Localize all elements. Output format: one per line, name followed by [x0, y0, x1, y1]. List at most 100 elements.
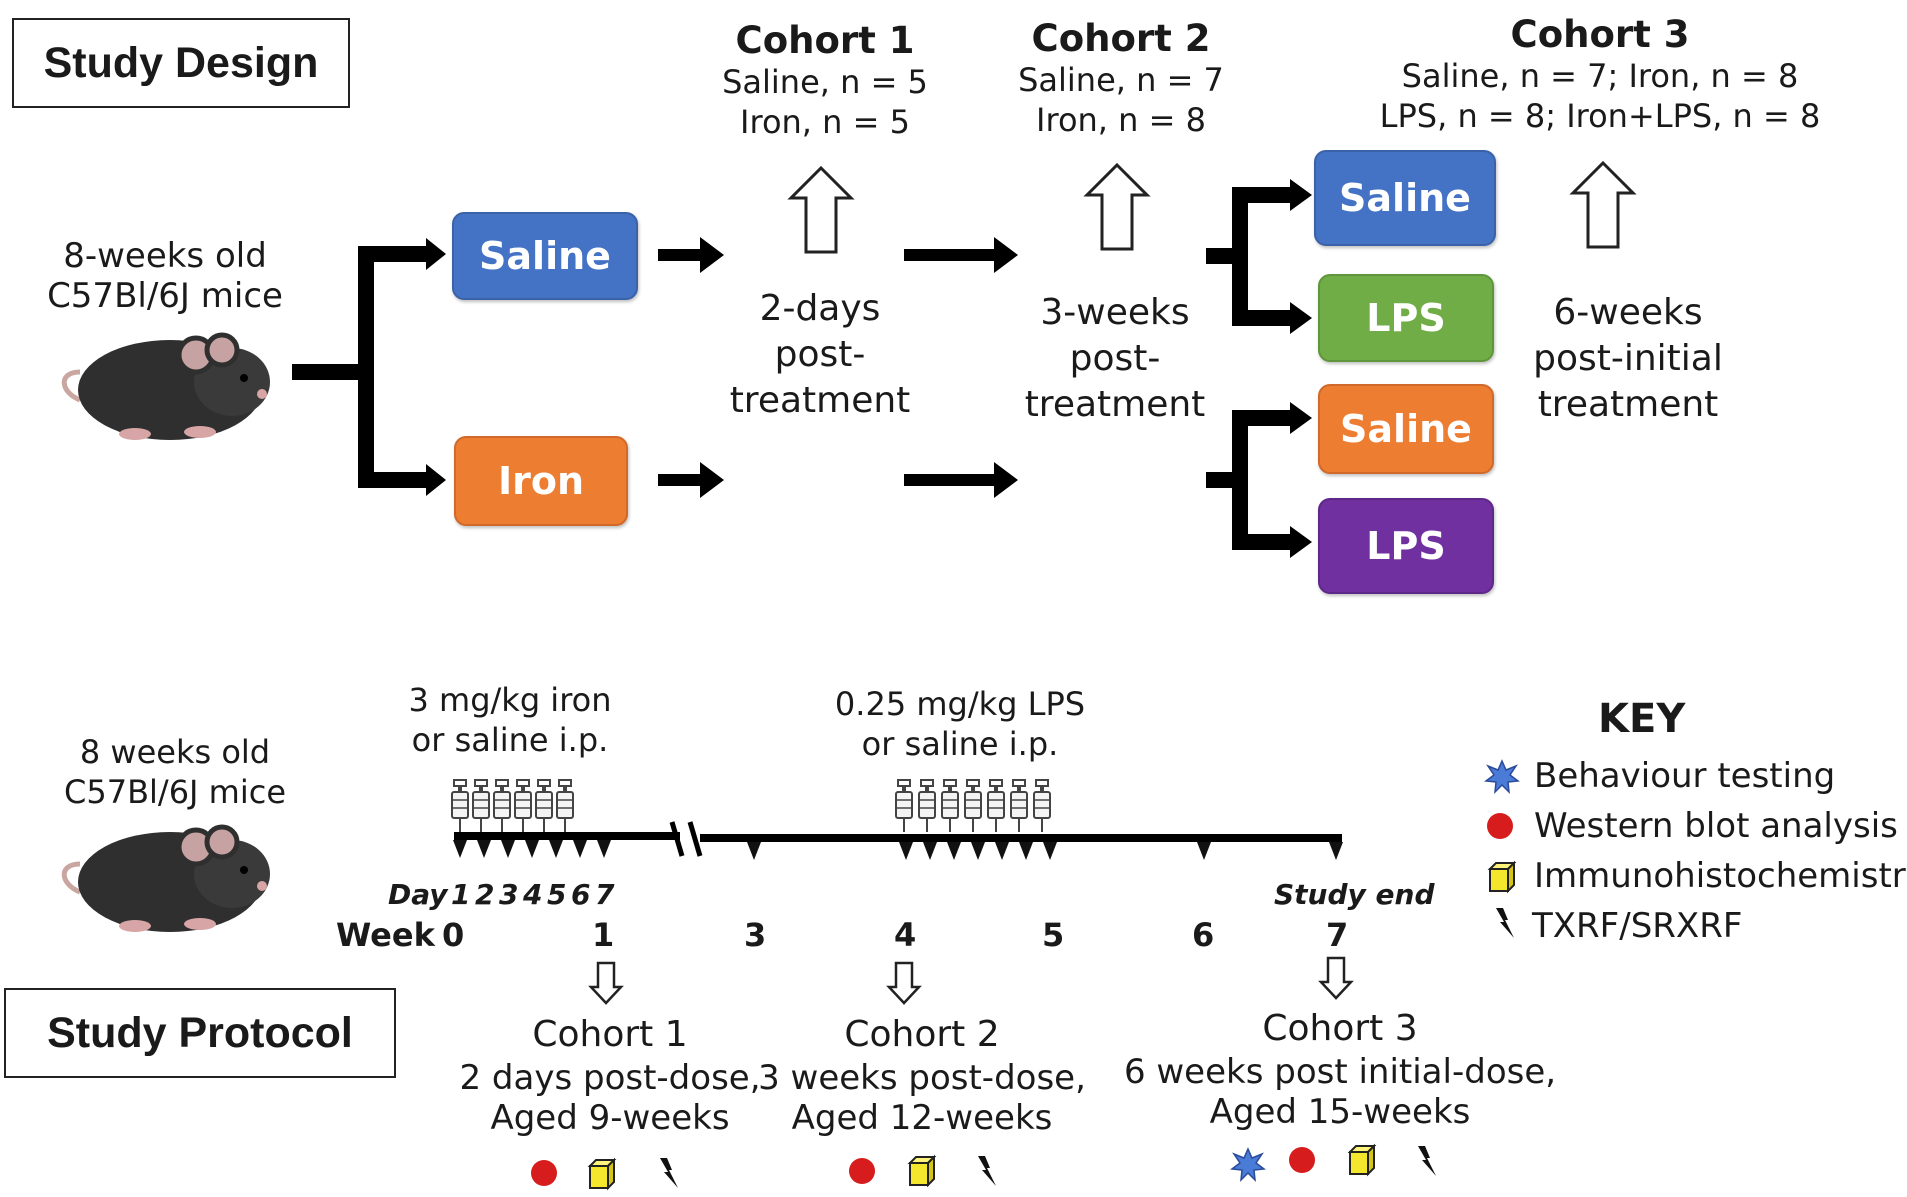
iron-sub-bracket — [1206, 410, 1296, 550]
week-1: 1 — [592, 916, 615, 954]
cohort1-iron-n: Iron, n = 5 — [740, 103, 910, 141]
week-3: 3 — [744, 916, 767, 954]
cohort2-iron-n: Iron, n = 8 — [1036, 101, 1206, 139]
key-xrf-label: TXRF/SRXRF — [1532, 906, 1743, 946]
saline-sub-bracket — [1206, 187, 1296, 326]
mouse-illustration-design — [61, 332, 270, 440]
up-arrow-cohort3 — [1571, 161, 1635, 249]
cohort1-assay-icons — [531, 1157, 678, 1191]
key-behaviour-label: Behaviour testing — [1534, 756, 1836, 796]
protocol-cohort3-line2: Aged 15-weeks — [1209, 1092, 1471, 1132]
behaviour-icon — [1484, 759, 1520, 795]
key-icons — [1484, 759, 1520, 938]
day-6: 6 — [571, 878, 591, 911]
cohort1-saline-n: Saline, n = 5 — [722, 63, 928, 101]
tp1-line1: 2-days — [759, 288, 881, 329]
tp2-line2: post- — [1069, 338, 1161, 379]
syringes-iron — [451, 779, 574, 833]
day-5: 5 — [547, 878, 567, 911]
cohort3-groups-line2: LPS, n = 8; Iron+LPS, n = 8 — [1379, 97, 1821, 135]
timepoint-6-weeks: 6-weeks post-initial treatment — [1508, 290, 1748, 428]
timepoint-2-days: 2-days post- treatment — [700, 286, 940, 424]
tp3-line3: treatment — [1537, 384, 1719, 425]
protocol-cohort3-line1: 6 weeks post initial-dose, — [1123, 1052, 1557, 1092]
protocol-cohort1-title: Cohort 1 — [532, 1014, 688, 1055]
key-western-blot-label: Western blot analysis — [1534, 806, 1898, 846]
week-4: 4 — [894, 916, 917, 954]
ihc-cube-icon — [587, 1157, 617, 1191]
iron-saline-box: Saline — [1318, 384, 1494, 474]
protocol-mice-strain: C57Bl/6J mice — [64, 773, 286, 811]
iron-dose-line1: 3 mg/kg iron — [408, 681, 612, 719]
timeline — [454, 821, 1342, 857]
protocol-cohort1: Cohort 1 2 days post-dose, Aged 9-weeks — [450, 1012, 770, 1138]
protocol-mice-label: 8 weeks old C57Bl/6J mice — [40, 732, 310, 812]
design-cohort1-header: Cohort 1 Saline, n = 5 Iron, n = 5 — [690, 20, 960, 142]
xrf-bolt-icon — [1496, 908, 1514, 938]
western-blot-icon — [849, 1158, 875, 1184]
week-6: 6 — [1192, 916, 1215, 954]
ihc-cube-icon — [907, 1154, 937, 1188]
xrf-bolt-icon — [1418, 1146, 1436, 1176]
protocol-cohort3: Cohort 3 6 weeks post initial-dose, Aged… — [1120, 1006, 1560, 1132]
iron-dose-label: 3 mg/kg iron or saline i.p. — [380, 680, 640, 760]
up-arrow-cohort2 — [1085, 163, 1149, 251]
day-2: 2 — [475, 878, 495, 911]
iron-treatment-box: Iron — [454, 436, 628, 526]
protocol-cohort1-line1: 2 days post-dose, — [459, 1058, 761, 1098]
down-arrow-cohort3 — [1319, 956, 1353, 1000]
bracket-arrowhead-iron — [426, 464, 446, 496]
timeline-ticks — [453, 840, 1343, 860]
ihc-cube-icon — [1347, 1143, 1377, 1177]
protocol-cohort2-line1: 3 weeks post-dose, — [758, 1058, 1086, 1098]
cohort3-groups-line1: Saline, n = 7; Iron, n = 8 — [1401, 57, 1799, 95]
iron-dose-line2: or saline i.p. — [411, 721, 609, 759]
lps-dose-label: 0.25 mg/kg LPS or saline i.p. — [820, 684, 1100, 764]
key-ihc-label: Immunohistochemistry — [1534, 856, 1907, 896]
saline-saline-box: Saline — [1314, 150, 1496, 246]
bracket-arrowhead-saline — [426, 238, 446, 270]
week-label: Week — [336, 916, 435, 954]
ihc-cube-icon — [1487, 860, 1517, 894]
tp1-line2: post- — [774, 334, 866, 375]
week-7: 7 — [1326, 916, 1349, 954]
lps-dose-line2: or saline i.p. — [861, 725, 1059, 763]
timepoint-3-weeks: 3-weeks post- treatment — [995, 290, 1235, 428]
down-arrow-cohort2 — [887, 961, 921, 1005]
tp3-line2: post-initial — [1533, 338, 1723, 379]
mouse-illustration-protocol — [61, 824, 270, 932]
study-design-title: Study Design — [12, 18, 350, 108]
lps-dose-line1: 0.25 mg/kg LPS — [834, 685, 1086, 723]
tp1-line3: treatment — [729, 380, 911, 421]
cohort2-title: Cohort 2 — [1031, 17, 1211, 60]
iron-lps-box: LPS — [1318, 498, 1494, 594]
up-arrow-cohort1 — [789, 166, 853, 254]
cohort1-title: Cohort 1 — [735, 19, 915, 62]
western-blot-icon — [1289, 1147, 1315, 1173]
saline-lps-box: LPS — [1318, 274, 1494, 362]
mice-strain-text: C57Bl/6J mice — [47, 276, 283, 316]
day-4: 4 — [523, 878, 543, 911]
study-protocol-title: Study Protocol — [4, 988, 396, 1078]
protocol-cohort2-line2: Aged 12-weeks — [791, 1098, 1053, 1138]
mice-age-text: 8-weeks old — [63, 236, 267, 276]
syringes-lps — [895, 779, 1051, 833]
day-3: 3 — [499, 878, 519, 911]
xrf-bolt-icon — [660, 1158, 678, 1188]
design-mice-label: 8-weeks old C57Bl/6J mice — [30, 236, 300, 316]
down-arrow-cohort1 — [589, 961, 623, 1005]
protocol-cohort1-line2: Aged 9-weeks — [490, 1098, 730, 1138]
design-arrows — [658, 237, 1018, 498]
study-end-label: Study end — [1274, 878, 1435, 911]
tp2-line3: treatment — [1024, 384, 1206, 425]
protocol-cohort2: Cohort 2 3 weeks post-dose, Aged 12-week… — [752, 1012, 1092, 1138]
xrf-bolt-icon — [978, 1156, 996, 1186]
design-cohort3-header: Cohort 3 Saline, n = 7; Iron, n = 8 LPS,… — [1370, 14, 1830, 136]
day-label: Day — [388, 878, 448, 911]
week-5: 5 — [1042, 916, 1065, 954]
protocol-cohort3-title: Cohort 3 — [1262, 1008, 1418, 1049]
cohort3-title: Cohort 3 — [1510, 13, 1690, 56]
week-0: 0 — [442, 916, 465, 954]
western-blot-icon — [531, 1160, 557, 1186]
